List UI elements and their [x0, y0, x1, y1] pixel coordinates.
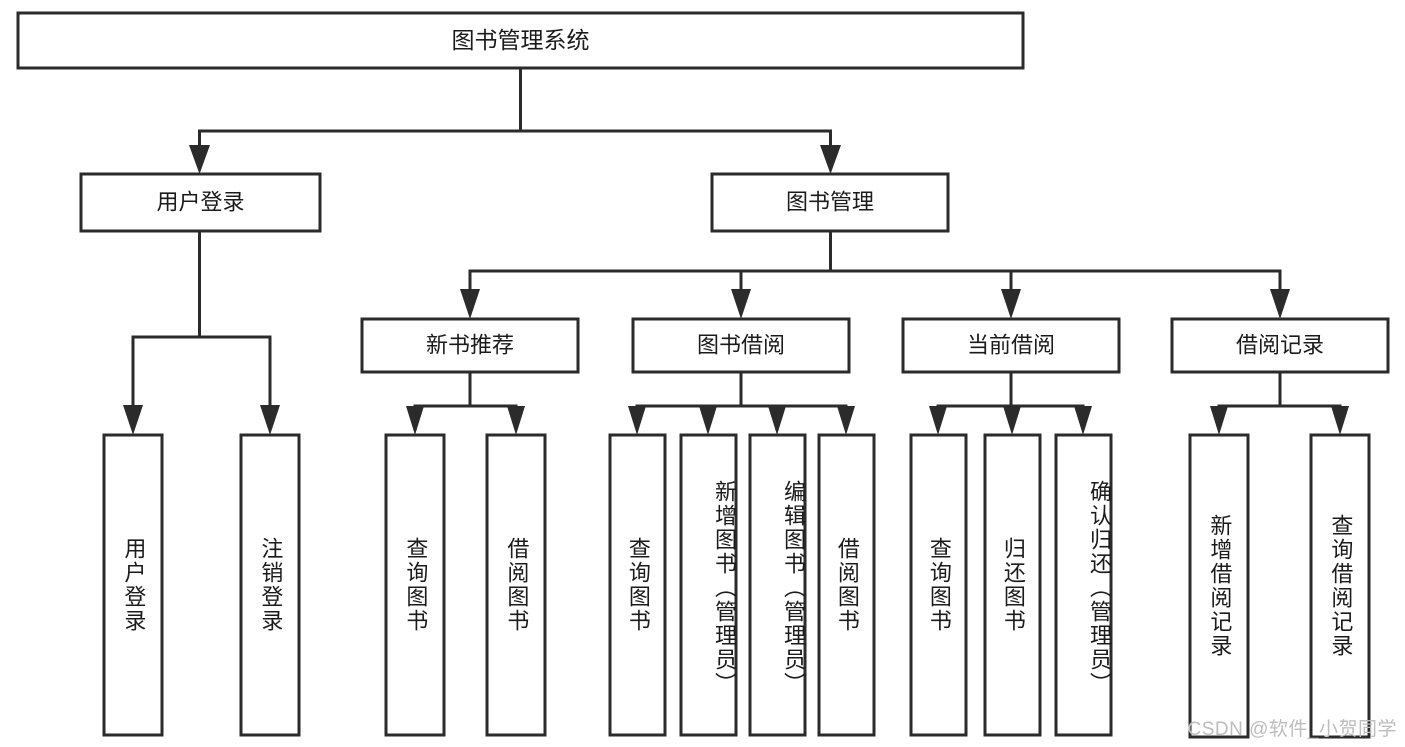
- arrowhead-edit-book-admin: [768, 406, 786, 435]
- arrowhead-leaf-user-login: [123, 405, 143, 435]
- node-new-book-recommend-box[interactable]: [360, 317, 580, 374]
- node-leaf-add-record-box[interactable]: [1188, 433, 1250, 739]
- arrowhead-return-book: [1003, 406, 1021, 435]
- node-leaf-user-login-box[interactable]: [102, 433, 164, 737]
- arrowhead-borrow-query-book: [628, 406, 646, 435]
- csdn-watermark: CSDN @软件_小贺同学: [1187, 719, 1397, 740]
- node-book-borrow-box[interactable]: [631, 317, 851, 374]
- node-root[interactable]: 图书管理系统: [16, 11, 1025, 70]
- node-book-manage-box[interactable]: [710, 172, 950, 233]
- arrowhead-new-book-recommend: [460, 289, 480, 319]
- arrowhead-rec-query-book: [406, 406, 424, 435]
- node-new-book-recommend-label: 新书推荐: [426, 332, 514, 357]
- node-leaf-rec-borrow-book-box[interactable]: [485, 433, 547, 737]
- arrowhead-rec-borrow-book: [507, 406, 525, 435]
- node-book-borrow-label: 图书借阅: [697, 332, 785, 357]
- node-current-borrow-box[interactable]: [901, 317, 1121, 374]
- node-leaf-cur-query-book-box[interactable]: [909, 433, 968, 737]
- node-book-borrow[interactable]: 图书借阅: [631, 317, 851, 374]
- arrowhead-book-borrow: [731, 289, 751, 319]
- node-leaf-rec-query-book-box[interactable]: [384, 433, 446, 737]
- node-leaf-query-record-box[interactable]: [1309, 433, 1371, 739]
- node-borrow-record-label: 借阅记录: [1236, 332, 1324, 357]
- arrowhead-leaf-user-logout: [260, 405, 280, 435]
- node-book-manage[interactable]: 图书管理: [710, 172, 950, 233]
- node-user-login-label: 用户登录: [156, 189, 244, 214]
- node-leaf-user-logout-box[interactable]: [239, 433, 301, 737]
- arrowhead-book-manage: [820, 145, 841, 174]
- node-root-label: 图书管理系统: [452, 27, 590, 53]
- node-leaf-edit-book-admin-box[interactable]: [748, 433, 807, 737]
- node-leaf-add-book-admin-box[interactable]: [679, 433, 738, 737]
- node-new-book-recommend[interactable]: 新书推荐: [360, 317, 580, 374]
- arrowhead-confirm-return: [1074, 406, 1092, 435]
- connectors: [123, 66, 1349, 435]
- arrowhead-current-borrow: [1001, 289, 1021, 319]
- arrowhead-borrow-record: [1270, 289, 1290, 319]
- node-current-borrow[interactable]: 当前借阅: [901, 317, 1121, 374]
- node-user-login[interactable]: 用户登录: [79, 172, 322, 233]
- node-root-box[interactable]: [16, 11, 1025, 70]
- node-leaf-borrow-book-box[interactable]: [817, 433, 876, 737]
- node-leaf-confirm-return-box[interactable]: [1054, 433, 1113, 737]
- node-user-login-box[interactable]: [79, 172, 322, 233]
- node-leaf-borrow-query-book-box[interactable]: [608, 433, 667, 737]
- arrowhead-add-record: [1210, 406, 1228, 435]
- node-book-manage-label: 图书管理: [786, 189, 874, 214]
- leaf-boxes: [102, 433, 1371, 739]
- node-leaf-return-book-box[interactable]: [983, 433, 1042, 737]
- arrowhead-user-login: [189, 145, 210, 174]
- node-borrow-record-box[interactable]: [1170, 317, 1390, 374]
- node-current-borrow-label: 当前借阅: [967, 332, 1055, 357]
- arrowhead-cur-query-book: [929, 406, 947, 435]
- arrowhead-borrow-book: [837, 406, 855, 435]
- node-borrow-record[interactable]: 借阅记录: [1170, 317, 1390, 374]
- arrowhead-add-book-admin: [699, 406, 717, 435]
- arrowhead-query-record: [1331, 406, 1349, 435]
